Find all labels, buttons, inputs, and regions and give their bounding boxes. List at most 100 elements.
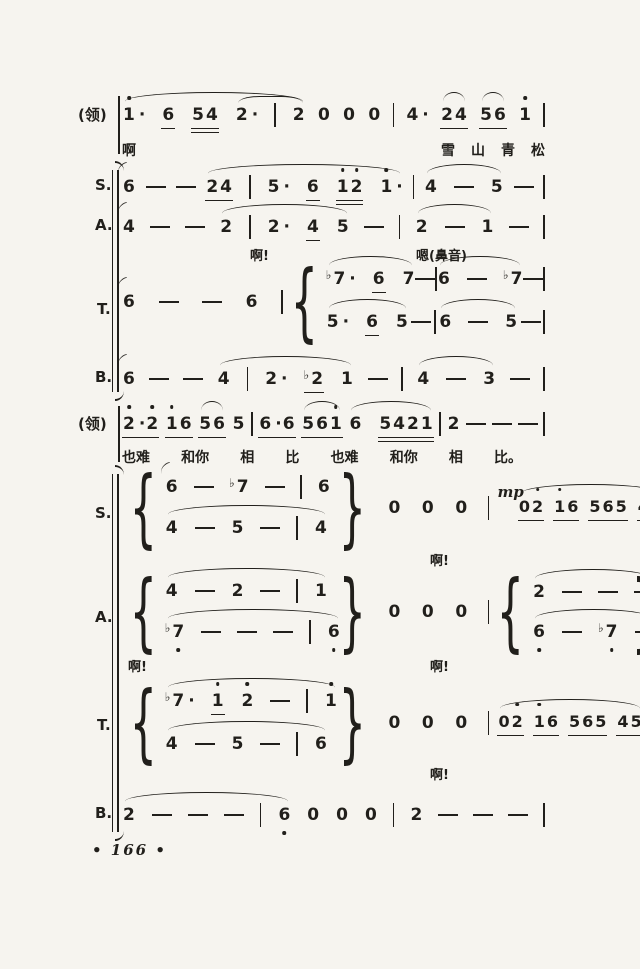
duration-dash [201,631,222,633]
duration-dash [446,378,467,380]
leader-lyrics-line: 也难 和你 相 比 也难 和你 相 比。 [122,447,522,467]
divisi-brace-close [338,690,365,756]
note: 2·2 [122,413,160,438]
note: 6 [314,733,328,755]
lyric-syllable: 雪 [441,143,455,159]
note: ♭7 [598,621,619,643]
note-digit: 5 [589,496,601,516]
note: 6·6 [258,413,296,438]
note: 1· [379,176,402,198]
page-number: • 166 • [92,841,167,859]
part-label-alto: A. [95,216,113,234]
note-digit: 0 [455,713,468,733]
duration-dash [187,814,208,816]
part-label-soprano: S. [95,504,112,522]
duration-dash [193,486,214,488]
barline [300,475,302,499]
note-digit: 4 [165,518,178,538]
augmentation-dot: · [349,269,356,289]
note-digit: 1 [533,711,545,731]
note: 6 [245,291,259,313]
note-digit: 0 [421,602,434,622]
note-digit: 1 [481,217,494,237]
note-digit: 5 [199,414,212,434]
barline [296,516,298,540]
slur: 2 [532,569,640,603]
note-digit: 5 [302,414,315,434]
note: 2· [235,104,258,126]
barline [281,289,284,314]
note-digit: 4 [454,105,467,125]
note-digit: 6 [316,414,328,434]
lyric-phrase: 雪 山 青 松 [441,140,545,160]
duration-dash [149,378,170,380]
note-digit: 4 [123,217,135,237]
divisi-brace-close [632,580,640,644]
duration-dash [523,278,544,280]
barline [543,803,545,827]
barline [543,310,545,334]
rest: 0 [421,497,435,519]
barline [246,367,249,391]
note-digit: 6 [567,496,579,516]
flat-sign: ♭ [303,368,310,382]
leader-left-barline [118,406,120,462]
duration-dash [364,226,385,228]
note: 6 [437,268,451,290]
duration-dash [201,300,222,303]
barline [274,103,276,127]
note-digit: 0 [388,602,401,622]
note-digit: 0 [343,105,355,125]
note: 4 [217,368,231,390]
duration-dash [466,423,487,425]
note-digit: 0 [498,711,510,731]
duration-dash [517,423,538,425]
augmentation-dot: · [251,105,259,125]
barline [543,175,545,199]
vocal-text: 啊! [250,249,269,264]
note-digit: 5 [569,711,581,731]
duration-dash [194,527,215,529]
note-digit: 2 [265,369,278,389]
duration-dash [438,814,459,816]
note-digit: 1 [211,691,224,711]
barline [543,267,545,291]
barline [251,412,253,436]
note: 5 [395,311,409,333]
divisi-brace-close [338,580,365,644]
rest: 0 [421,712,435,734]
barline [487,600,490,624]
note: 1· [122,104,145,126]
note: 6 [438,311,452,333]
duration-dash [260,527,281,529]
duration-dash [509,378,530,380]
note-digit: 5 [630,711,640,731]
duration-dash [237,631,258,633]
note-digit: 6 [533,622,545,642]
note: 2 [447,413,461,435]
note-digit: 0 [421,498,434,518]
duration-dash [473,814,494,816]
note: 3 [482,368,496,390]
